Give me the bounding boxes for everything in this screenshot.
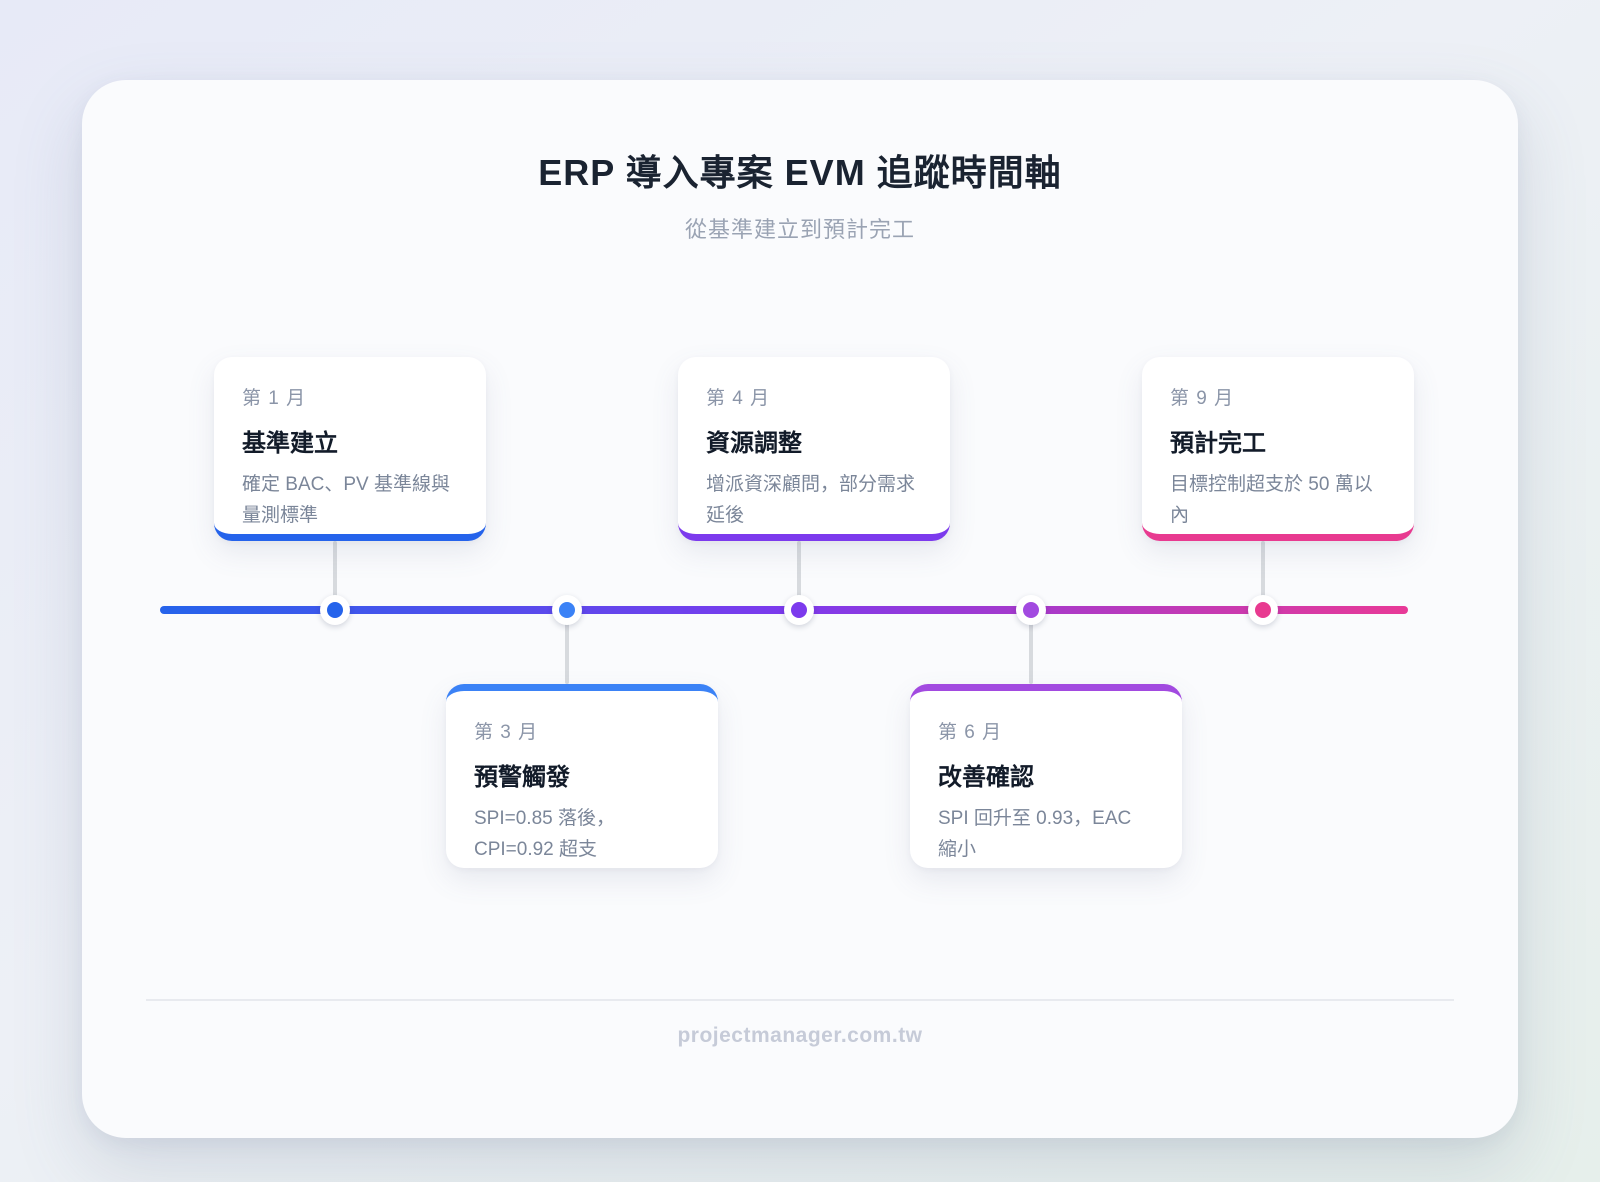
timeline-dot [784,595,814,625]
milestone-description: SPI 回升至 0.93，EAC 縮小 [938,808,1132,860]
timeline-dot [1016,595,1046,625]
milestone-title: 基準建立 [242,430,338,457]
timeline-dot-core [1023,602,1039,618]
milestone-month: 第 6 月 [938,722,1003,743]
milestone-description: 增派資深顧問，部分需求延後 [706,474,916,526]
milestone-title: 預警觸發 [474,764,570,791]
milestone-title: 改善確認 [938,764,1034,791]
timeline-dot [552,595,582,625]
milestone-description: 確定 BAC、PV 基準線與量測標準 [242,474,450,526]
connector-line [797,541,801,606]
milestone-description: SPI=0.85 落後，CPI=0.92 超支 [474,808,615,860]
timeline-panel: ERP 導入專案 EVM 追蹤時間軸 從基準建立到預計完工 第 1 月 基準建立… [82,80,1518,1138]
milestone-month: 第 1 月 [242,388,307,409]
milestone-card: 第 9 月 預計完工 目標控制超支於 50 萬以內 [1142,357,1414,541]
timeline-dot-core [327,602,343,618]
connector-line [565,614,569,684]
milestone-card: 第 6 月 改善確認 SPI 回升至 0.93，EAC 縮小 [910,684,1182,868]
timeline-dot-core [559,602,575,618]
milestone-card: 第 4 月 資源調整 增派資深顧問，部分需求延後 [678,357,950,541]
milestone-month: 第 9 月 [1170,388,1235,409]
timeline-dot [320,595,350,625]
milestone-title: 預計完工 [1170,430,1266,457]
milestone-month: 第 3 月 [474,722,539,743]
milestone-card: 第 3 月 預警觸發 SPI=0.85 落後，CPI=0.92 超支 [446,684,718,868]
milestone-month: 第 4 月 [706,388,771,409]
connector-line [1029,614,1033,684]
connector-line [1261,541,1265,606]
footer-site: projectmanager.com.tw [677,1024,923,1047]
milestone-title: 資源調整 [706,430,802,457]
timeline-dot [1248,595,1278,625]
page-title: ERP 導入專案 EVM 追蹤時間軸 [538,152,1062,193]
timeline-dot-core [791,602,807,618]
timeline-dot-core [1255,602,1271,618]
milestone-card: 第 1 月 基準建立 確定 BAC、PV 基準線與量測標準 [214,357,486,541]
footer-divider [146,999,1454,1001]
connector-line [333,541,337,606]
milestone-description: 目標控制超支於 50 萬以內 [1170,474,1373,526]
page-subtitle: 從基準建立到預計完工 [684,217,915,242]
